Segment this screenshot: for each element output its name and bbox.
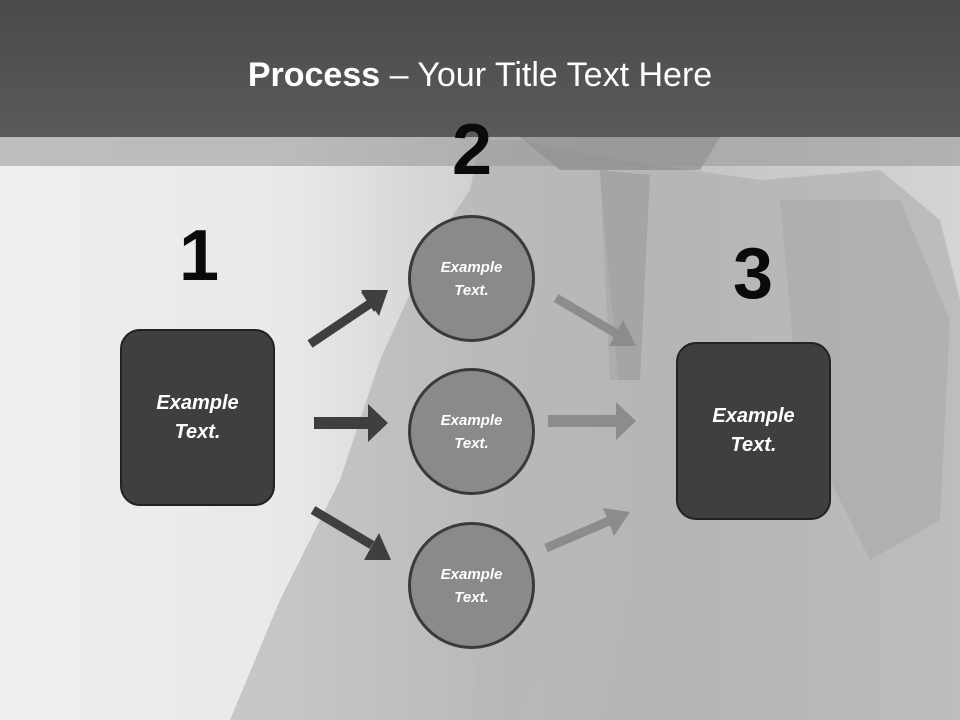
slide-title: Process – Your Title Text Here	[0, 52, 960, 98]
circle-top: Example Text.	[408, 215, 535, 342]
circle-top-text: Example Text.	[440, 258, 503, 299]
arrow-middle-to-right	[548, 402, 636, 440]
arrow-top-to-right	[553, 294, 636, 346]
step-number-3: 3	[732, 234, 774, 314]
right-box: Example Text.	[676, 342, 831, 520]
circle-middle: Example Text.	[408, 368, 535, 495]
circle-bottom-text: Example Text.	[440, 565, 503, 606]
arrow-left-to-middle	[314, 404, 388, 442]
arrow-bottom-to-right	[544, 508, 630, 553]
title-strip	[0, 137, 960, 166]
title-bold: Process	[247, 56, 381, 94]
title-rest: – Your Title Text Here	[380, 56, 713, 94]
right-box-text: Example Text.	[712, 405, 795, 456]
arrow-left-to-top	[307, 290, 388, 348]
circle-middle-text: Example Text.	[440, 411, 503, 452]
left-box-text: Example Text.	[156, 391, 239, 443]
left-box: Example Text.	[120, 329, 275, 506]
title-bar	[0, 0, 960, 137]
step-number-1: 1	[178, 216, 220, 296]
step-number-2: 2	[451, 110, 493, 190]
arrow-left-to-bottom	[310, 506, 391, 560]
circle-bottom: Example Text.	[408, 522, 535, 649]
